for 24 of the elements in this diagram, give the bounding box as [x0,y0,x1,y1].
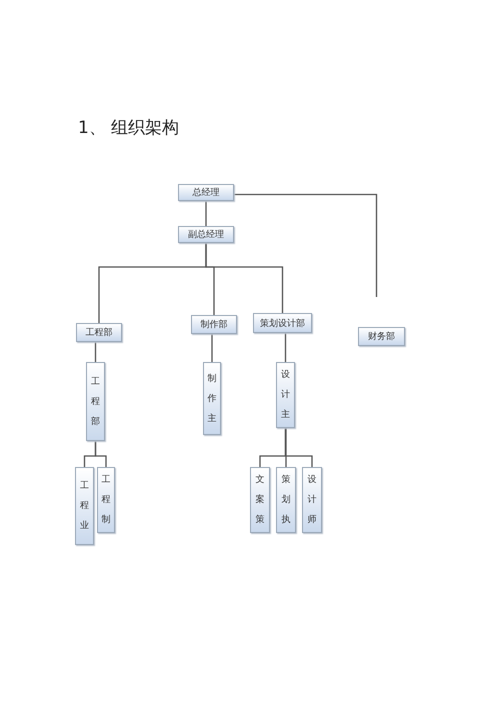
department-box: 工程部 [76,323,122,342]
vertical-role-box: 设计主 [276,362,295,428]
connector-line [211,334,213,362]
department-box: 财务部 [358,327,405,346]
connector-line [284,333,286,362]
connector-line [285,428,287,467]
vertical-role-box: 工程业 [75,467,94,545]
connector-line [94,441,107,467]
department-box: 制作部 [191,315,237,334]
vertical-role-box: 策划执 [276,467,296,533]
connector-line [205,243,284,313]
department-box: 总经理 [178,184,234,201]
vertical-role-box: 设计师 [302,467,322,533]
vertical-role-box: 工程部 [86,362,105,441]
title: 1、 组织架构 [78,117,180,139]
department-box: 策划设计部 [253,313,312,333]
connector-line [205,201,207,226]
connector-line [234,194,378,297]
vertical-role-box: 制作主 [203,362,221,435]
department-box: 副总经理 [178,226,234,243]
vertical-role-box: 文案策 [250,467,270,533]
vertical-role-box: 工程制 [97,467,115,533]
connector-line [284,428,313,467]
connector-line [94,342,96,362]
